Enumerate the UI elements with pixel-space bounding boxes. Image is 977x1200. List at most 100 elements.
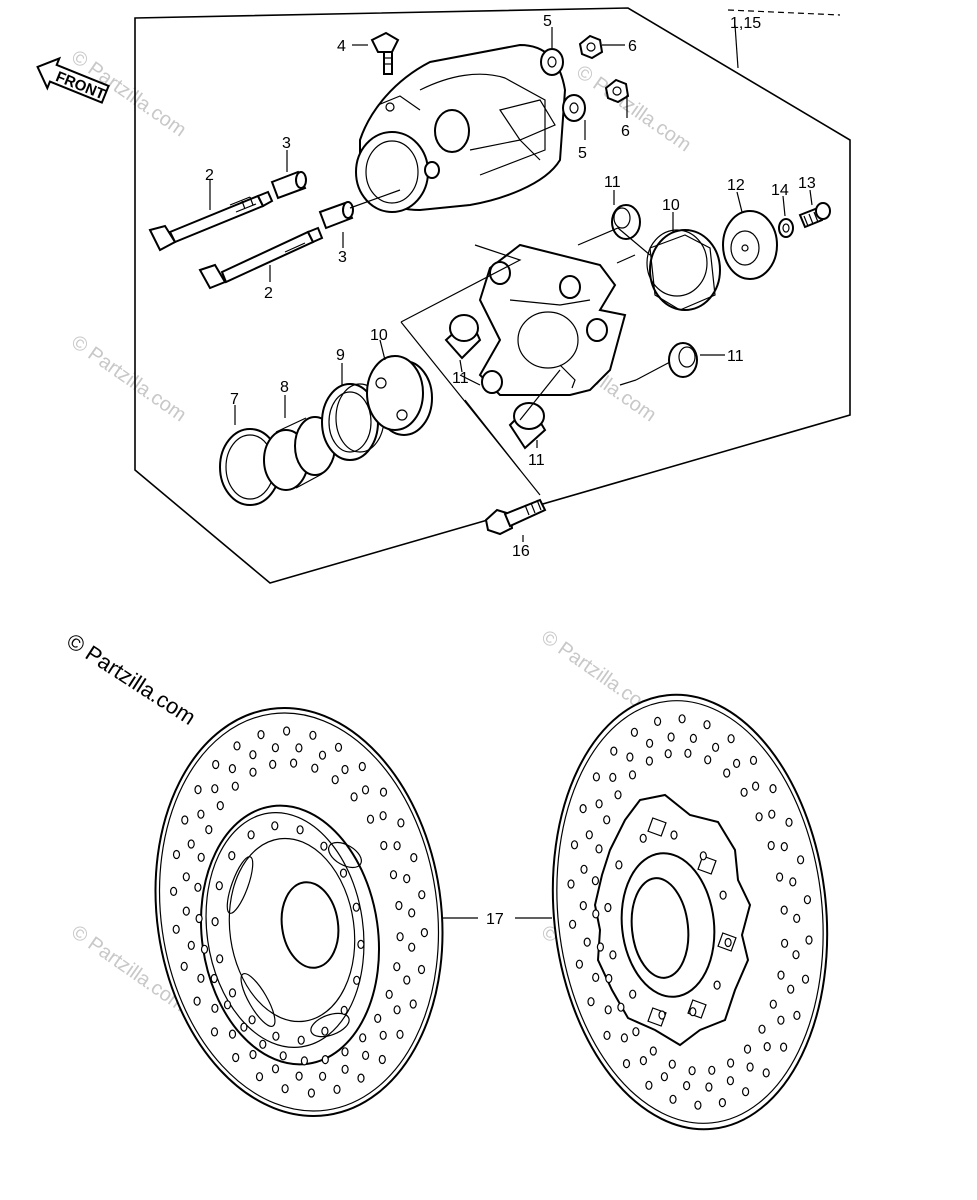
drill-hole xyxy=(228,763,236,774)
drill-hole xyxy=(389,870,398,880)
drill-hole xyxy=(678,714,686,724)
drill-hole xyxy=(649,1046,657,1056)
drill-hole xyxy=(211,1003,219,1013)
drill-hole xyxy=(228,988,237,998)
drill-hole xyxy=(609,772,617,783)
drill-hole xyxy=(768,809,776,819)
drill-hole xyxy=(271,821,279,831)
drill-hole xyxy=(341,1047,349,1057)
drill-hole xyxy=(758,1024,766,1034)
drill-hole xyxy=(228,850,236,861)
watermark-main: © Partzilla.com xyxy=(62,628,200,730)
drill-hole xyxy=(614,790,622,800)
drill-hole xyxy=(787,984,795,994)
drill-hole xyxy=(667,732,675,742)
callout-9: 9 xyxy=(336,347,345,364)
drill-hole xyxy=(297,1035,305,1045)
drill-hole xyxy=(182,872,190,882)
drill-hole xyxy=(568,919,577,929)
drill-hole xyxy=(194,882,202,892)
callout-17: 17 xyxy=(486,911,504,928)
drill-hole xyxy=(408,908,416,918)
drill-hole xyxy=(187,839,195,849)
drill-hole xyxy=(684,748,692,758)
boot-bottom xyxy=(508,402,547,450)
drill-hole xyxy=(197,809,205,819)
callout-14: 14 xyxy=(771,182,789,199)
drill-hole xyxy=(704,755,712,765)
callout-2-lower: 2 xyxy=(264,285,273,302)
callout-7: 7 xyxy=(230,391,239,408)
drill-hole xyxy=(629,989,637,999)
drill-hole xyxy=(240,1022,248,1032)
washer-lower xyxy=(562,94,586,122)
drill-hole xyxy=(358,761,366,772)
boot-left xyxy=(444,314,482,360)
callout-13: 13 xyxy=(798,175,816,192)
drill-hole xyxy=(181,815,189,825)
drill-hole xyxy=(212,759,220,770)
drill-hole xyxy=(319,1071,327,1081)
drill-hole xyxy=(187,940,195,951)
drill-hole xyxy=(579,803,587,814)
drill-hole xyxy=(688,1066,696,1076)
callout-4: 4 xyxy=(337,38,346,55)
drill-hole xyxy=(290,758,298,768)
drill-hole xyxy=(248,1015,256,1025)
drill-hole xyxy=(741,1087,750,1097)
callout-2-upper: 2 xyxy=(205,167,214,184)
bleeder-valve xyxy=(370,31,400,75)
drill-hole xyxy=(272,1031,280,1041)
drill-hole xyxy=(216,800,224,811)
drill-hole xyxy=(393,962,401,972)
drill-hole xyxy=(670,830,678,840)
drill-hole xyxy=(777,970,785,980)
drill-hole xyxy=(628,770,637,780)
callout-3-upper: 3 xyxy=(282,135,291,152)
drill-hole xyxy=(249,750,257,760)
drill-hole xyxy=(780,905,788,915)
mounting-bolt xyxy=(484,498,547,536)
callout-1-15: 1,15 xyxy=(730,15,761,32)
drill-hole xyxy=(182,906,190,916)
drill-hole xyxy=(403,873,411,884)
drill-hole xyxy=(257,729,265,740)
drill-hole xyxy=(172,849,181,860)
drill-hole xyxy=(210,1027,219,1037)
drill-hole xyxy=(724,937,732,948)
drill-hole xyxy=(259,1039,267,1049)
callout-11-bottom: 11 xyxy=(528,452,545,469)
drill-hole xyxy=(318,750,327,760)
callout-16: 16 xyxy=(512,543,530,560)
drill-hole xyxy=(309,730,317,740)
drill-hole xyxy=(379,811,387,821)
drill-hole xyxy=(361,785,370,795)
drill-hole xyxy=(393,841,401,851)
drill-hole xyxy=(718,1097,727,1108)
drill-hole xyxy=(283,726,291,736)
drill-hole xyxy=(789,877,797,887)
drill-hole xyxy=(664,749,672,759)
leader-lines xyxy=(209,24,813,919)
boot-right xyxy=(668,342,698,378)
drill-hole xyxy=(362,1050,370,1061)
brake-pad-right xyxy=(646,229,721,311)
drill-hole xyxy=(755,812,763,822)
drill-hole xyxy=(366,814,375,824)
drill-hole xyxy=(247,830,255,840)
drill-hole xyxy=(726,1058,735,1068)
drill-hole xyxy=(279,1051,287,1061)
brake-disc-left xyxy=(154,707,444,1117)
pad-screw xyxy=(798,202,831,229)
drill-hole xyxy=(603,1030,611,1041)
disc-left-holes xyxy=(170,726,428,1098)
drill-hole xyxy=(357,1073,365,1083)
drill-hole xyxy=(639,833,647,843)
drill-hole xyxy=(410,852,418,863)
drill-hole xyxy=(595,844,603,854)
drill-hole xyxy=(579,900,587,911)
drill-hole xyxy=(334,742,343,752)
drill-hole xyxy=(595,799,603,809)
small-washer xyxy=(778,218,794,238)
